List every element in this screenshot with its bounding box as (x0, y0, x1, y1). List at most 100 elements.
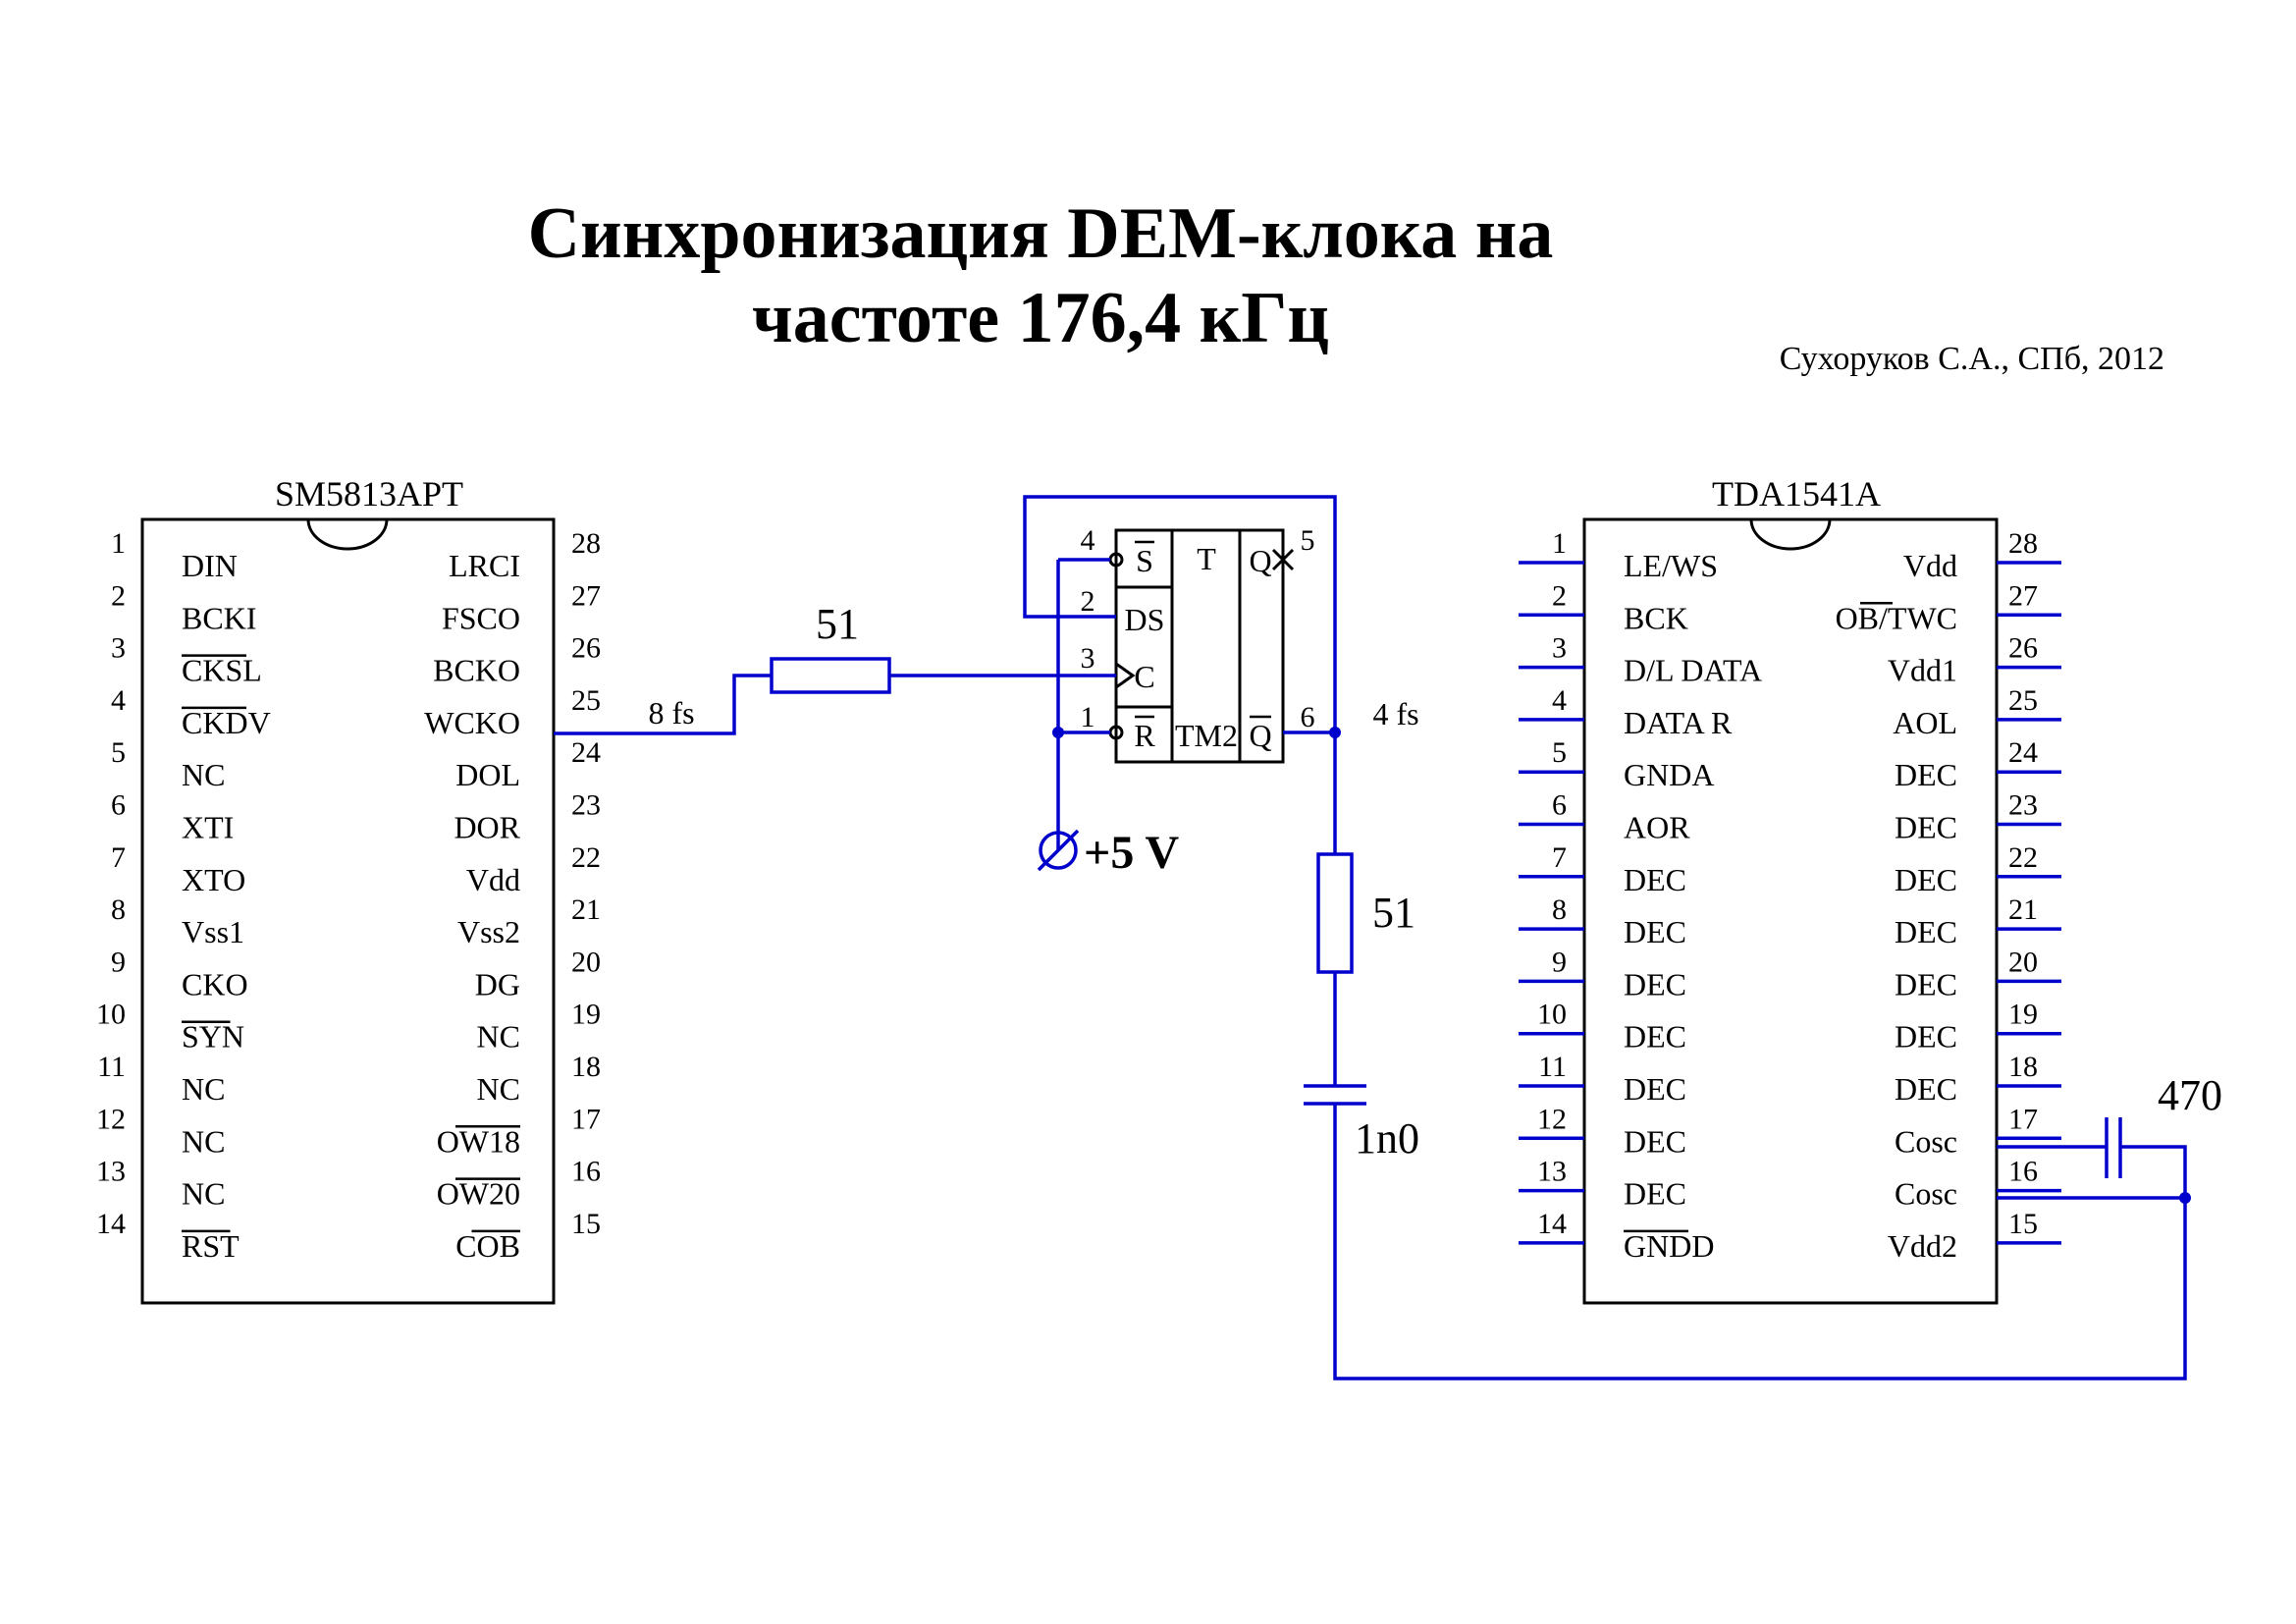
pin-number: 10 (1537, 999, 1567, 1031)
pin-label: DEC (1624, 1123, 1686, 1159)
flipflop-input-r: R (1134, 718, 1155, 753)
pin-label: BCK (1624, 600, 1688, 635)
pin-number: 27 (2008, 579, 2038, 612)
resistor-r1 (770, 657, 891, 694)
pin-number: 20 (2008, 946, 2038, 978)
pin-label: Vdd2 (1888, 1228, 1957, 1264)
pin-label: NC (182, 757, 225, 792)
pin-label: NC (182, 1123, 225, 1159)
pin-label: DEC (1895, 862, 1957, 897)
pin-number: 12 (96, 1103, 126, 1135)
pin-number: 18 (2008, 1051, 2038, 1083)
pin-number: 5 (111, 736, 126, 769)
pin-number: 4 (111, 684, 126, 717)
pin-number: 19 (2008, 999, 2038, 1031)
ff-pin-c-num: 3 (1081, 642, 1095, 675)
resistor-r1-value: 51 (816, 600, 859, 648)
resistor-r2 (1316, 852, 1354, 974)
pin-number: 2 (1552, 579, 1567, 612)
pin-number: 24 (571, 736, 601, 769)
wire-bottom-bus (1333, 1104, 2187, 1380)
pin-label: AOL (1893, 705, 1957, 740)
pin-number: 27 (571, 579, 601, 612)
pin-number: 13 (1537, 1156, 1567, 1188)
pin-label: NC (477, 1071, 520, 1107)
pin-number: 15 (2008, 1208, 2038, 1240)
chip-right-body (1582, 517, 1999, 1305)
pin-label: DIN (182, 548, 238, 583)
pin-label: Cosc (1895, 1176, 1957, 1212)
chip-left-body (140, 517, 556, 1305)
chip-sm5813apt: SM5813APT 1DIN2BCKI3CKSL4CKDV5NC6XTI7XTO… (96, 474, 601, 1305)
wires (554, 495, 2191, 1380)
pin-number: 8 (111, 893, 126, 926)
ff-pin-qbar-num: 6 (1301, 701, 1315, 733)
capacitor-c1-value: 1n0 (1355, 1114, 1419, 1163)
flipflop-input-ds: DS (1125, 602, 1165, 637)
pin-number: 16 (571, 1156, 601, 1188)
pin-label: DG (475, 966, 520, 1001)
pin-label: DEC (1624, 1071, 1686, 1107)
pin-label: CKO (182, 966, 248, 1001)
pin-number: 3 (1552, 632, 1567, 665)
pin-number: 17 (2008, 1103, 2038, 1135)
power-label: +5 V (1084, 827, 1179, 879)
pin-label: DEC (1895, 914, 1957, 949)
flipflop-name: TM2 (1175, 718, 1238, 753)
flipflop-tm2: S DS C R T TM2 Q Q 4 2 3 1 5 6 (1081, 524, 1315, 764)
pin-label: DEC (1895, 757, 1957, 792)
pin-label: OW18 (437, 1123, 520, 1159)
pin-label: NC (477, 1019, 520, 1055)
pin-number: 14 (1537, 1208, 1567, 1240)
pin-label: COB (455, 1228, 520, 1264)
pin-number: 25 (571, 684, 601, 717)
pin-number: 13 (96, 1156, 126, 1188)
pin-number: 21 (571, 893, 601, 926)
pin-number: 22 (571, 841, 601, 874)
pin-number: 12 (1537, 1103, 1567, 1135)
pin-number: 17 (571, 1103, 601, 1135)
pin-label: CKSL (182, 653, 262, 688)
pin-number: 16 (2008, 1156, 2038, 1188)
pin-label: DEC (1895, 1071, 1957, 1107)
pin-number: 6 (1552, 789, 1567, 822)
title-line-1: Синхронизация DEM-клока на (528, 193, 1554, 274)
pin-number: 15 (571, 1208, 601, 1240)
pin-label: DEC (1895, 810, 1957, 845)
pin-number: 9 (1552, 946, 1567, 978)
pin-number: 2 (111, 579, 126, 612)
ff-pin-s-num: 4 (1081, 524, 1095, 557)
ff-pin-r-num: 1 (1081, 701, 1095, 733)
chip-right-name: TDA1541A (1712, 474, 1881, 514)
capacitor-c2-value: 470 (2158, 1071, 2222, 1119)
pin-number: 3 (111, 632, 126, 665)
author-credit: Сухоруков С.А., СПб, 2012 (1780, 341, 2164, 377)
junction-dot (2179, 1192, 2191, 1204)
pin-number: 28 (571, 527, 601, 560)
pin-number: 8 (1552, 893, 1567, 926)
pin-label: GNDA (1624, 757, 1714, 792)
pin-number: 26 (571, 632, 601, 665)
pin-number: 21 (2008, 893, 2038, 926)
pin-label: CKDV (182, 705, 271, 740)
pin-label: OB/TWC (1836, 600, 1957, 635)
chip-left-notch (306, 518, 389, 551)
flipflop-output-q: Q (1249, 543, 1271, 578)
pin-number: 9 (111, 946, 126, 978)
pin-label: Cosc (1895, 1123, 1957, 1159)
chip-right-notch (1749, 518, 1832, 551)
net-label-4fs: 4 fs (1372, 696, 1418, 731)
flipflop-output-qbar: Q (1249, 718, 1271, 753)
flipflop-input-c: C (1134, 659, 1154, 694)
pin-number: 6 (111, 789, 126, 822)
pin-number: 11 (1538, 1051, 1567, 1083)
chip-left-name: SM5813APT (275, 474, 463, 514)
pin-number: 20 (571, 946, 601, 978)
pin-label: DEC (1624, 914, 1686, 949)
pin-number: 26 (2008, 632, 2038, 665)
wire-feedback (1023, 495, 1337, 734)
pin-label: Vss2 (457, 914, 520, 949)
pin-number: 11 (97, 1051, 126, 1083)
pin-label: Vdd (1903, 548, 1957, 583)
